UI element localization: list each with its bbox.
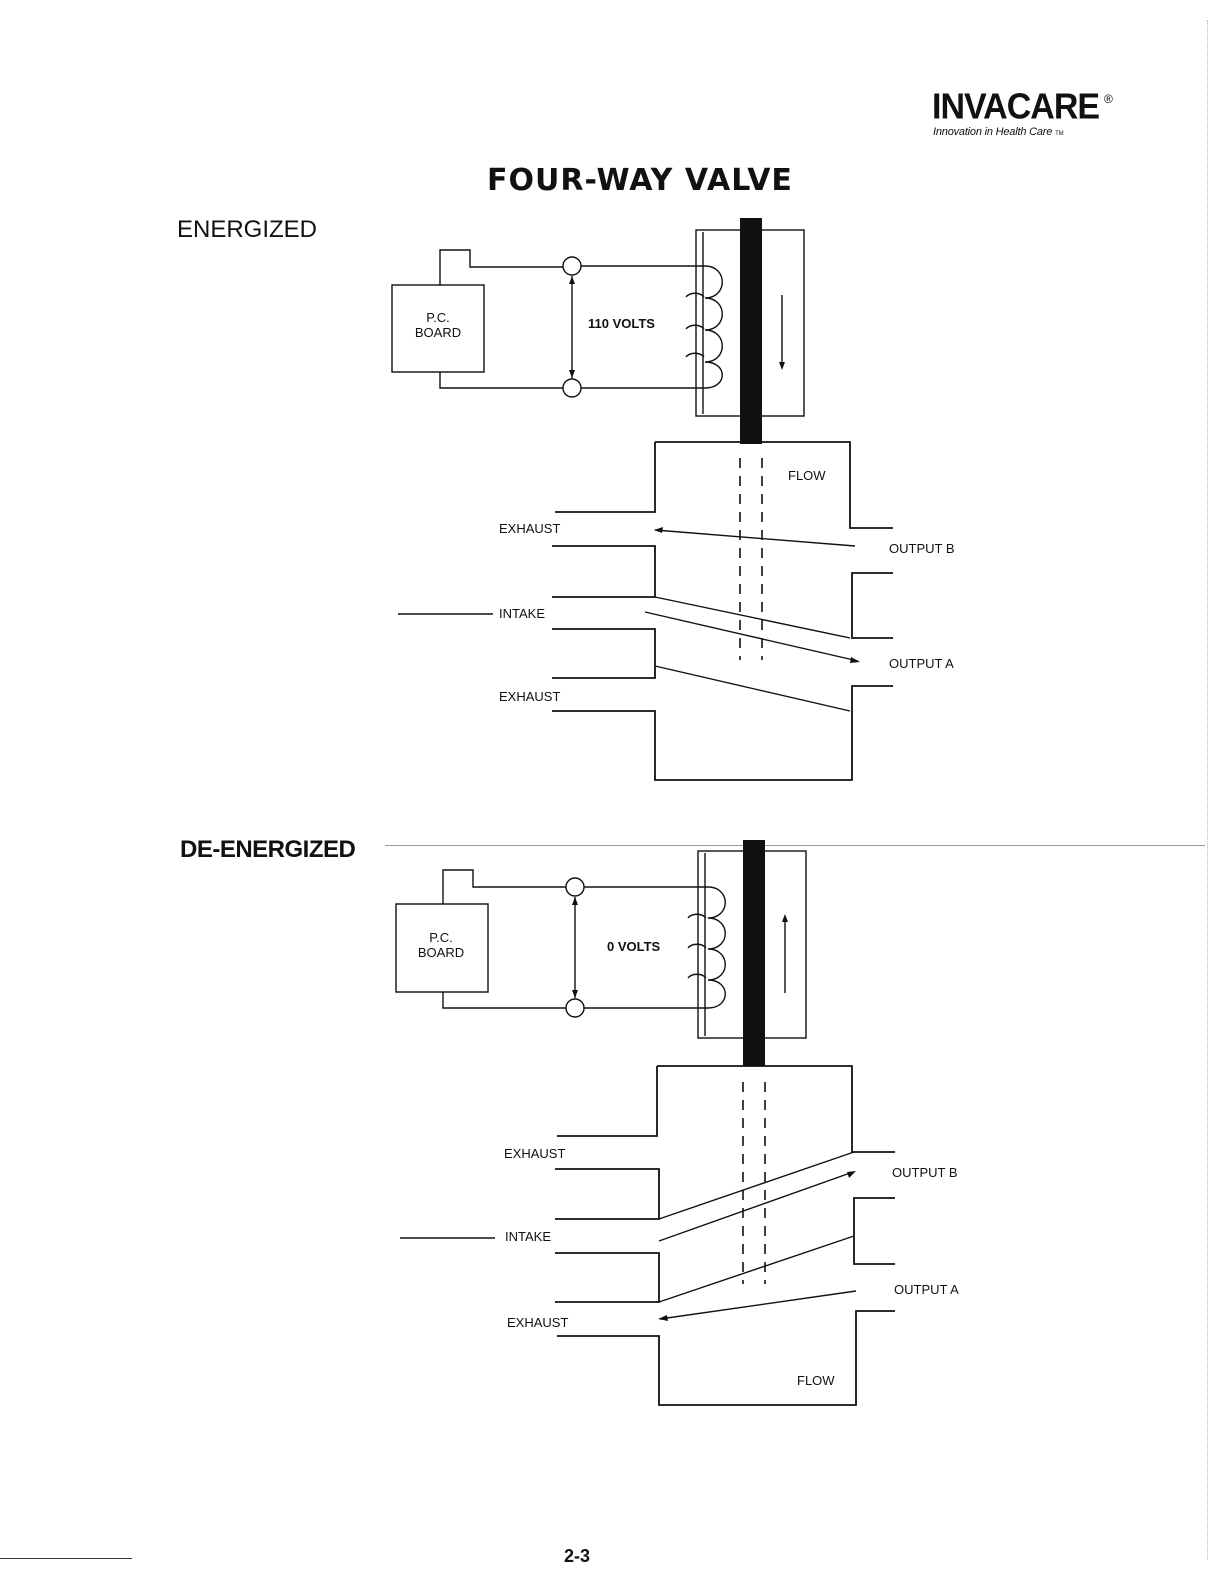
energized-exhaust-top-label: EXHAUST <box>499 521 560 536</box>
energized-body-right-port <box>852 573 893 638</box>
energized-board-label-2: BOARD <box>415 325 461 340</box>
energized-plunger <box>740 218 762 444</box>
deenergized-coil-loops <box>688 914 706 978</box>
energized-body-top-left <box>555 442 655 512</box>
deenergized-board-label-1: P.C. <box>429 930 453 945</box>
energized-coil-loops <box>686 293 704 357</box>
deenergized-channel-upper-a <box>659 1152 854 1219</box>
deenergized-motion-arrowhead <box>782 914 788 922</box>
deenergized-exhaust-top-label: EXHAUST <box>504 1146 565 1161</box>
energized-output-a-label: OUTPUT A <box>889 656 954 671</box>
energized-body-mid-upper <box>552 546 655 597</box>
deenergized-terminal-top <box>566 878 584 896</box>
deenergized-output-a-label: OUTPUT A <box>894 1282 959 1297</box>
deenergized-pc-board: P.C. BOARD <box>396 870 566 1008</box>
energized-terminal-top <box>563 257 581 275</box>
footer-rule <box>0 1558 132 1559</box>
energized-wire-top <box>440 250 563 285</box>
energized-body-mid-lower <box>552 629 655 678</box>
deenergized-body-right-port <box>854 1198 895 1264</box>
energized-voltage-label: 110 VOLTS <box>588 316 655 331</box>
energized-output-a-arrowhead <box>850 657 860 663</box>
energized-flow-label: FLOW <box>788 468 826 483</box>
energized-board-label-1: P.C. <box>426 310 450 325</box>
deenergized-plunger <box>743 840 765 1066</box>
energized-channel-b-exhaust <box>655 530 855 546</box>
deenergized-wire-top <box>443 870 566 904</box>
deenergized-body-mid-upper <box>555 1169 659 1219</box>
energized-channel-intake-lower <box>645 612 858 661</box>
energized-body-bottom <box>552 686 893 780</box>
energized-channel-intake-upper <box>655 597 850 638</box>
energized-pc-board: P.C. BOARD <box>392 250 563 388</box>
deenergized-flow-label: FLOW <box>797 1373 835 1388</box>
deenergized-output-b-arrowhead <box>847 1171 856 1178</box>
deenergized-intake-label: INTAKE <box>505 1229 551 1244</box>
energized-exhaust-arrowhead <box>654 527 663 533</box>
deenergized-exhaust-bottom-label: EXHAUST <box>507 1315 568 1330</box>
energized-output-b-label: OUTPUT B <box>889 541 955 556</box>
energized-body-top-right <box>655 442 893 528</box>
energized-exhaust-bottom-label: EXHAUST <box>499 689 560 704</box>
deenergized-voltage-label: 0 VOLTS <box>607 939 661 954</box>
deenergized-diagram: P.C. BOARD 0 VOLTS <box>396 840 959 1405</box>
deenergized-channel-exhaust <box>660 1291 856 1319</box>
energized-channel-bottom <box>655 666 850 711</box>
deenergized-terminal-bottom <box>566 999 584 1017</box>
deenergized-output-b-label: OUTPUT B <box>892 1165 958 1180</box>
deenergized-channel-lower <box>659 1236 854 1302</box>
page-number: 2-3 <box>564 1546 590 1567</box>
deenergized-body-bottom <box>557 1311 895 1405</box>
deenergized-body-mid-lower <box>555 1253 659 1302</box>
energized-terminal-bottom <box>563 379 581 397</box>
energized-wire-bottom <box>440 372 563 388</box>
deenergized-body-top-right <box>657 1066 895 1152</box>
deenergized-board-label-2: BOARD <box>418 945 464 960</box>
energized-coil <box>705 266 722 388</box>
deenergized-coil <box>708 887 725 1008</box>
deenergized-exhaust-arrowhead <box>658 1315 668 1321</box>
deenergized-wire-bottom <box>443 992 566 1008</box>
energized-diagram: P.C. BOARD 110 VOLTS <box>392 218 955 780</box>
deenergized-channel-upper-b <box>659 1172 853 1241</box>
energized-motion-arrowhead <box>779 362 785 370</box>
energized-intake-label: INTAKE <box>499 606 545 621</box>
deenergized-body-top-left <box>557 1066 657 1136</box>
